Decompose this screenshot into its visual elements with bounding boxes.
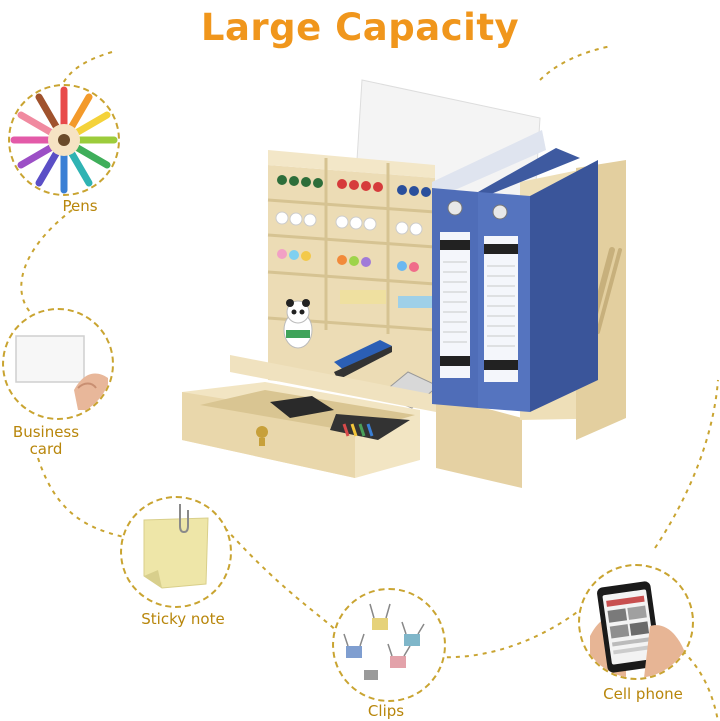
business-card-label-line1: Business — [12, 423, 80, 441]
drawer — [182, 382, 420, 478]
sticky-note-label: Sticky note — [141, 610, 225, 628]
panda-figurine — [283, 299, 313, 349]
business-card-icon — [15, 335, 108, 410]
page-title: Large Capacity — [200, 6, 520, 49]
business-card-circle — [2, 308, 114, 420]
pencils-icon — [10, 86, 118, 194]
cell-phone-label: Cell phone — [603, 685, 683, 703]
business-card-label-line2: card — [29, 440, 63, 458]
stapler — [334, 340, 392, 380]
binders — [432, 130, 598, 412]
cell-phone-icon — [590, 581, 684, 678]
cell-phone-circle — [578, 564, 694, 680]
sticky-note-icon — [143, 504, 209, 589]
pens-circle — [8, 84, 120, 196]
organizer-base — [230, 355, 522, 488]
clips-label: Clips — [367, 702, 405, 720]
clips-circle — [332, 588, 446, 702]
business-card-label: Business card — [0, 424, 92, 458]
pens-label: Pens — [62, 197, 98, 215]
marker-caps — [275, 175, 432, 308]
sticky-note-circle — [120, 496, 232, 608]
binder-clips-icon — [343, 603, 425, 680]
